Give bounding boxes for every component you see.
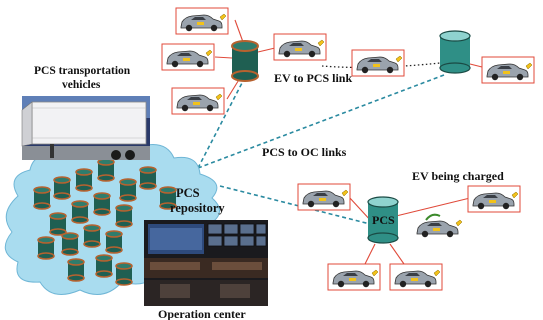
pcs-charging-cylinder-icon: [367, 196, 399, 244]
ev-car-icon: [297, 183, 351, 211]
ev-car-icon: [327, 263, 381, 291]
charging-indicator-icon: [425, 213, 441, 221]
pcs-to-oc-label: PCS to OC links: [262, 145, 347, 159]
ev-car-icon: [481, 56, 535, 84]
pcs-label: PCS: [372, 213, 395, 227]
ev-car-icon: [273, 33, 327, 61]
ev-car-icon: [416, 219, 463, 238]
ev-to-pcs-dotted-link: [321, 62, 441, 69]
ev-car-icon: [161, 43, 215, 71]
pcs-repository-label-line1: PCS: [176, 186, 200, 200]
pcs-station-cylinder-right-icon: [439, 30, 471, 74]
ev-car-icon: [171, 87, 225, 115]
pcs-repository-label-line2: repository: [170, 201, 225, 215]
ev-car-icon: [351, 49, 405, 77]
operation-center-image: [144, 220, 268, 306]
pcs-to-oc-dashed-links: [197, 74, 445, 225]
truck-trailer-icon: [21, 96, 150, 160]
pcs-transport-label-line1: PCS transportation: [34, 65, 131, 77]
ev-charged-label: EV being charged: [412, 169, 504, 183]
ev-car-icon: [389, 263, 443, 291]
pcs-transport-label-line2: vehicles: [62, 79, 101, 91]
ev-to-pcs-label: EV to PCS link: [274, 71, 352, 85]
ev-car-icon: [175, 7, 229, 35]
operation-center-label: Operation center: [158, 307, 246, 320]
pcs-station-cylinder-icon: [231, 40, 259, 82]
ev-to-pcs-red-lines: [214, 19, 483, 265]
ev-car-icon: [467, 185, 521, 213]
